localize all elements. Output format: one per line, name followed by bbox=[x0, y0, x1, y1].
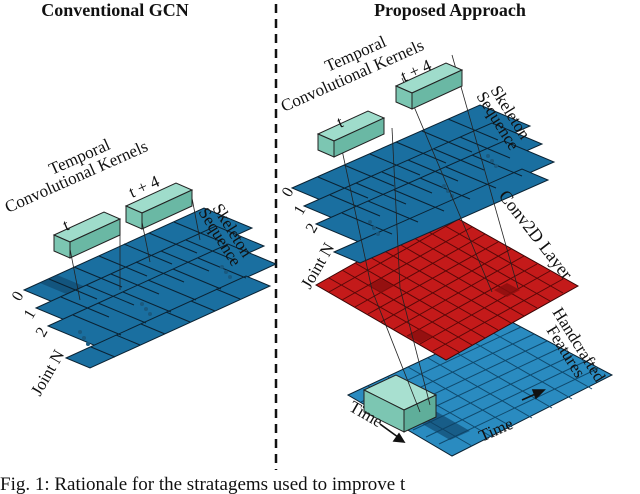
left-row-2-label: 2 bbox=[33, 325, 52, 340]
left-sequence-row-n bbox=[64, 275, 272, 369]
left-sequence-row-2 bbox=[46, 243, 278, 347]
projection-lines bbox=[341, 54, 519, 413]
time-arrows bbox=[379, 389, 546, 443]
left-joint-n-label: Joint N bbox=[27, 347, 68, 399]
left-ellipsis-dots bbox=[78, 265, 232, 346]
left-row-1-label: 1 bbox=[21, 307, 40, 322]
figure-caption: Fig. 1: Rationale for the stratagems use… bbox=[0, 474, 406, 494]
right-kernel-t4 bbox=[394, 62, 464, 110]
left-kernel-t4 bbox=[124, 182, 201, 263]
feature-kernel-cube bbox=[362, 374, 438, 433]
left-kernel-t bbox=[52, 211, 122, 301]
right-skeleton-sequence bbox=[290, 104, 556, 264]
right-sequence-row-n bbox=[332, 168, 550, 264]
left-skeleton-sequence bbox=[22, 207, 278, 369]
left-panel-title: Conventional GCN bbox=[41, 0, 189, 20]
left-row-0-label: 0 bbox=[9, 289, 28, 304]
right-panel-title: Proposed Approach bbox=[374, 0, 526, 20]
right-kernel-t bbox=[316, 110, 386, 158]
